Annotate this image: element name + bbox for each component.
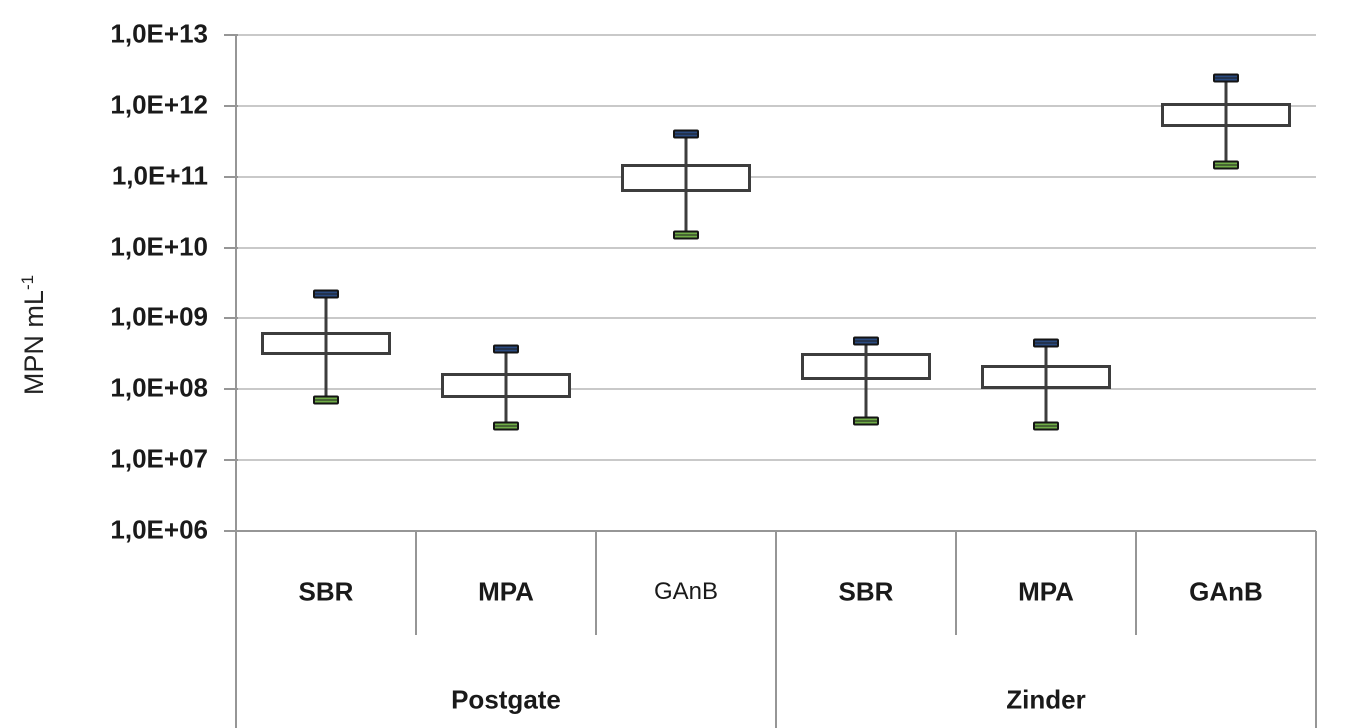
gridline xyxy=(236,317,1316,320)
category-label: GAnB xyxy=(1189,576,1263,607)
category-separator xyxy=(1135,531,1137,635)
y-tick-label: 1,0E+13 xyxy=(110,18,208,49)
y-tick-label: 1,0E+10 xyxy=(110,230,208,261)
gridline xyxy=(236,459,1316,462)
whisker-cap-bottom xyxy=(853,416,879,426)
whisker-cap-top xyxy=(673,129,699,139)
category-label: GAnB xyxy=(653,578,719,605)
whisker-cap-bottom xyxy=(673,230,699,240)
whisker-cap-bottom xyxy=(493,421,519,431)
category-label: MPA xyxy=(478,576,534,607)
whisker-line xyxy=(1224,77,1228,166)
whisker-cap-top xyxy=(1033,338,1059,348)
category-label: SBR xyxy=(298,576,354,607)
y-tick-label: 1,0E+06 xyxy=(110,514,208,545)
y-axis-tick xyxy=(224,317,238,320)
y-axis-line xyxy=(235,35,237,728)
category-label: SBR xyxy=(838,576,894,607)
whisker-cap-top xyxy=(853,336,879,346)
group-separator xyxy=(1315,531,1317,728)
y-tick-label: 1,0E+08 xyxy=(110,372,208,403)
gridline xyxy=(236,388,1316,391)
y-axis-title: MPN mL-1 xyxy=(18,275,50,395)
y-tick-label: 1,0E+07 xyxy=(110,443,208,474)
group-separator xyxy=(775,531,777,728)
gridline xyxy=(236,104,1316,107)
x-axis-line xyxy=(224,530,1316,532)
whisker-line xyxy=(684,134,688,236)
whisker-line xyxy=(864,341,868,421)
y-axis-tick xyxy=(224,459,238,462)
group-label: Postgate xyxy=(451,684,561,715)
whisker-cap-top xyxy=(493,344,519,354)
category-label: MPA xyxy=(1018,576,1074,607)
gridline xyxy=(236,246,1316,249)
y-tick-label: 1,0E+11 xyxy=(111,159,208,190)
whisker-line xyxy=(1044,343,1048,427)
whisker-cap-bottom xyxy=(1033,421,1059,431)
y-axis-title-exponent: -1 xyxy=(18,274,37,291)
y-axis-tick xyxy=(224,246,238,249)
category-separator xyxy=(595,531,597,635)
whisker-line xyxy=(504,349,508,427)
gridline xyxy=(236,34,1316,36)
y-axis-tick xyxy=(224,34,238,36)
y-tick-label: 1,0E+12 xyxy=(110,89,208,120)
y-axis-title-text: MPN mL xyxy=(19,290,49,396)
y-axis-tick xyxy=(224,104,238,107)
y-axis-tick xyxy=(224,388,238,391)
category-separator xyxy=(415,531,417,635)
y-axis-tick xyxy=(224,175,238,178)
y-tick-label: 1,0E+09 xyxy=(110,301,208,332)
category-separator xyxy=(955,531,957,635)
whisker-cap-top xyxy=(1213,73,1239,83)
gridline xyxy=(236,175,1316,178)
whisker-cap-bottom xyxy=(313,395,339,405)
whisker-line xyxy=(324,294,328,401)
whisker-cap-bottom xyxy=(1213,160,1239,170)
whisker-cap-top xyxy=(313,289,339,299)
group-label: Zinder xyxy=(1006,684,1086,715)
